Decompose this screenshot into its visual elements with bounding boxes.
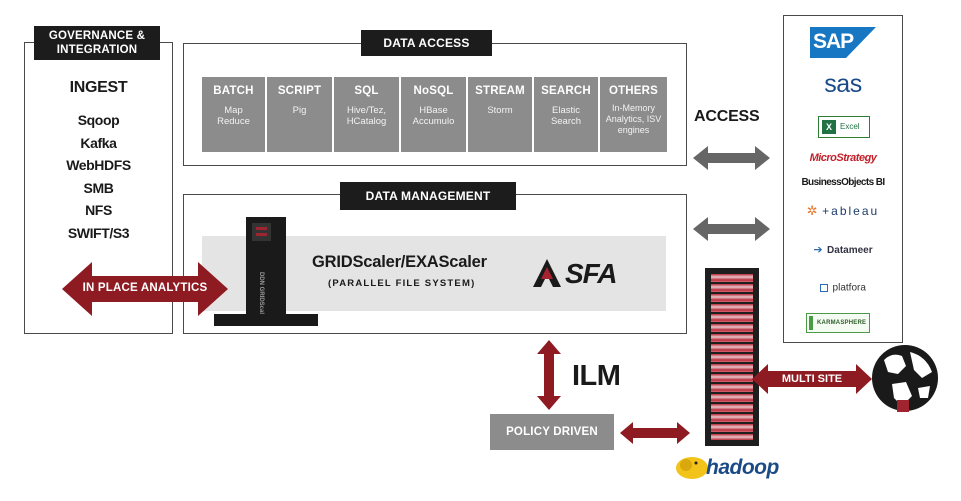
excel-icon: X bbox=[822, 120, 836, 134]
access-column-title: SCRIPT bbox=[277, 85, 322, 97]
access-column-title: STREAM bbox=[475, 85, 525, 97]
access-column-sub: Map Reduce bbox=[217, 105, 250, 127]
platfora-icon bbox=[820, 283, 829, 292]
ddn-server-icon: DDN GRIDScaler bbox=[246, 217, 286, 320]
access-column-sub: Storm bbox=[487, 105, 513, 116]
tableau-cross-icon: ✲ bbox=[806, 203, 818, 218]
data-management-label: DATA MANAGEMENT bbox=[340, 182, 516, 210]
karmasphere-logo: KARMASPHERE bbox=[806, 313, 870, 333]
ilm-label: ILM bbox=[572, 360, 621, 392]
ingest-item: SWIFT/S3 bbox=[67, 224, 130, 241]
access-column-stream: STREAM Storm bbox=[468, 77, 532, 152]
sap-logo-shape bbox=[810, 27, 876, 58]
server-led bbox=[256, 227, 267, 230]
access-column-title: OTHERS bbox=[608, 85, 659, 97]
globe-land bbox=[910, 352, 932, 378]
ilm-arrow bbox=[537, 340, 561, 410]
ingest-item: SMB bbox=[83, 179, 114, 196]
sas-logo: sas bbox=[824, 70, 862, 98]
access-column-sub: HBase Accumulo bbox=[412, 105, 455, 127]
in-place-analytics-label: IN PLACE ANALYTICS bbox=[82, 282, 208, 294]
ingest-item: Kafka bbox=[80, 134, 117, 151]
datameer-logo: ➔ Datameer bbox=[783, 240, 903, 258]
datameer-logo-text: Datameer bbox=[827, 245, 873, 256]
multi-site-label: MULTI SITE bbox=[781, 373, 843, 385]
ingest-title: INGEST bbox=[69, 79, 128, 96]
product-name: GRIDScaler/EXAScaler bbox=[312, 253, 487, 271]
elephant-body bbox=[676, 457, 708, 479]
datameer-icon: ➔ bbox=[813, 244, 823, 256]
hadoop-logo-text: hadoop bbox=[706, 456, 779, 479]
rack-face bbox=[711, 274, 753, 440]
access-column-sub: Hive/Tez, HCatalog bbox=[346, 105, 387, 127]
excel-logo-text: Excel bbox=[840, 122, 860, 131]
access-arrow-top bbox=[693, 146, 770, 170]
globe-land bbox=[918, 386, 930, 398]
access-column-sql: SQL Hive/Tez, HCatalog bbox=[334, 77, 399, 152]
policy-driven-label: POLICY DRIVEN bbox=[490, 414, 614, 450]
businessobjects-logo: BusinessObjects BI bbox=[801, 177, 885, 188]
access-arrow-bottom bbox=[693, 217, 770, 241]
sap-logo: SAP bbox=[810, 27, 876, 58]
globe-land bbox=[884, 354, 906, 374]
access-column-search: SEARCH Elastic Search bbox=[534, 77, 598, 152]
in-place-analytics-arrow bbox=[62, 262, 228, 316]
karmasphere-logo-text: KARMASPHERE bbox=[817, 320, 867, 326]
access-column-sub: Elastic Search bbox=[550, 105, 582, 127]
access-column-sub: In-Memory Analytics, ISV engines bbox=[605, 103, 662, 135]
ingest-list: Sqoop Kafka WebHDFS SMB NFS SWIFT/S3 bbox=[24, 112, 173, 247]
tableau-logo-text: +ableau bbox=[822, 204, 880, 218]
server-front-panel bbox=[252, 223, 271, 241]
access-column-nosql: NoSQL HBase Accumulo bbox=[401, 77, 466, 152]
access-column-title: BATCH bbox=[213, 85, 254, 97]
elephant-eye bbox=[694, 461, 698, 465]
server-led bbox=[256, 233, 267, 236]
sap-logo-text: SAP bbox=[813, 30, 854, 53]
governance-label: GOVERNANCE & INTEGRATION bbox=[34, 26, 160, 60]
ingest-item: NFS bbox=[85, 202, 112, 218]
ingest-item: WebHDFS bbox=[66, 157, 131, 173]
access-column-title: SQL bbox=[354, 85, 379, 97]
access-column-batch: BATCH Map Reduce bbox=[202, 77, 265, 152]
excel-logo: X Excel bbox=[818, 116, 870, 138]
data-access-label: DATA ACCESS bbox=[361, 30, 492, 56]
sfa-logo: SFA bbox=[533, 258, 645, 290]
hadoop-elephant-icon bbox=[676, 457, 708, 479]
platfora-logo: platfora bbox=[783, 279, 903, 297]
policy-hadoop-arrow bbox=[620, 422, 690, 444]
globe-site-marker bbox=[897, 400, 909, 412]
sap-logo-background bbox=[810, 27, 876, 58]
microstrategy-logo: MicroStrategy bbox=[809, 152, 877, 164]
tableau-logo: ✲ +ableau bbox=[783, 202, 903, 220]
access-column-title: SEARCH bbox=[541, 85, 591, 97]
product-subtitle: (PARALLEL FILE SYSTEM) bbox=[328, 278, 476, 289]
server-base bbox=[214, 314, 318, 326]
sfa-logo-text: SFA bbox=[565, 258, 617, 289]
access-tools-panel bbox=[783, 15, 903, 343]
access-column-script: SCRIPT Pig bbox=[267, 77, 332, 152]
hadoop-logo: hadoop bbox=[672, 452, 790, 486]
platfora-logo-text: platfora bbox=[832, 282, 866, 294]
globe-icon bbox=[872, 345, 938, 412]
governance-label-line1: GOVERNANCE & bbox=[48, 30, 146, 42]
access-column-others: OTHERS In-Memory Analytics, ISV engines bbox=[600, 77, 667, 152]
access-column-title: NoSQL bbox=[413, 85, 454, 97]
access-column-sub: Pig bbox=[292, 105, 307, 116]
elephant-ear bbox=[680, 459, 692, 471]
ingest-item: Sqoop bbox=[77, 112, 120, 128]
sfa-logo-icon bbox=[533, 259, 561, 287]
sfa-logo-mark-accent bbox=[541, 267, 553, 279]
multi-site-arrow bbox=[752, 364, 872, 394]
hadoop-storage-rack-icon bbox=[705, 268, 759, 446]
karmasphere-icon bbox=[809, 316, 813, 330]
access-label: ACCESS bbox=[694, 108, 760, 125]
governance-label-line2: INTEGRATION bbox=[56, 44, 138, 56]
